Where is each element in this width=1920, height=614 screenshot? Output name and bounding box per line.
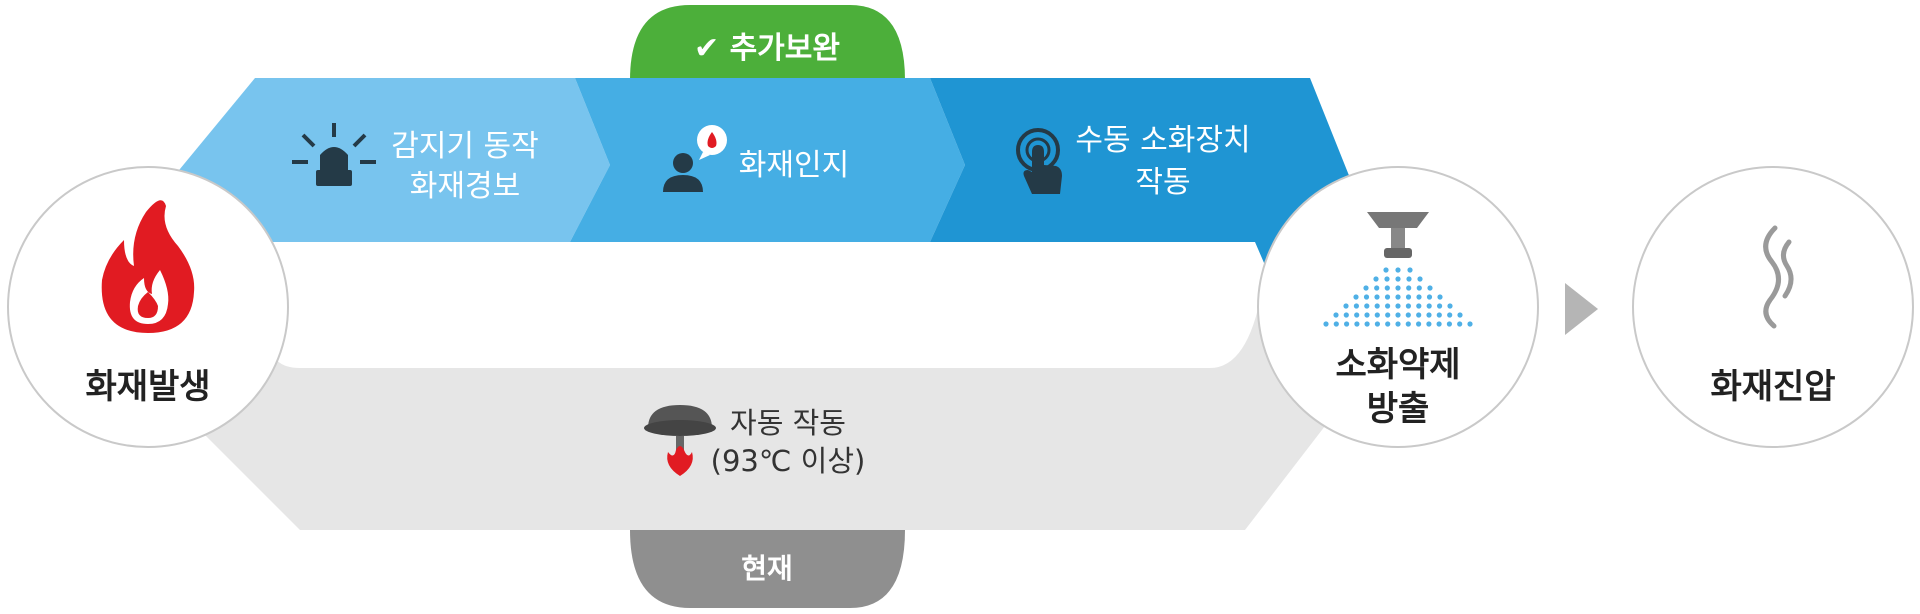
spray-droplet [1395,285,1401,291]
spray-droplet [1374,312,1380,318]
spray-droplet [1416,321,1422,327]
spray-droplet [1385,321,1391,327]
spray-droplet [1353,303,1359,309]
spray-droplet [1405,303,1411,309]
spray-droplet [1385,303,1391,309]
spray-droplet [1405,321,1411,327]
spray-droplet [1343,312,1349,318]
spray-droplet [1384,294,1391,300]
spray-droplet [1436,321,1442,327]
spray-droplet [1333,321,1339,327]
band-gap-strip [270,242,1262,368]
spray-droplet [1364,321,1370,327]
spray-droplet [1385,312,1391,318]
sprinkler-spray-icon [1323,212,1473,327]
spray-droplet [1395,267,1401,273]
spray-droplet [1364,312,1370,318]
spray-droplet [1417,276,1423,282]
stage-manual-text-line-2: 작동 [1135,165,1190,200]
fire-suppressed-node [1632,166,1914,448]
additional-supplement-tab-label: ✔ 추가보완 [694,31,840,66]
spray-droplet [1323,321,1329,327]
spray-droplet [1374,285,1380,291]
stage-detector-text-line-1: 감지기 동작 [391,129,539,164]
spray-droplet [1373,276,1379,282]
spray-droplet [1354,321,1360,327]
spray-droplet [1384,276,1390,282]
spray-droplet [1343,303,1349,309]
spray-droplet [1457,312,1463,318]
spray-droplet [1427,285,1433,291]
spray-droplet [1363,294,1370,300]
spray-droplet [1416,294,1422,300]
current-tab [630,530,905,608]
spray-droplet [1374,321,1380,327]
spray-droplet [1416,285,1422,291]
next-arrow-icon [1565,283,1598,335]
upper-band-segment-2 [570,78,965,242]
spray-droplet [1395,321,1401,327]
spray-droplet [1416,312,1422,318]
stage-manual-text-line-1: 수동 소화장치 [1075,123,1250,158]
spray-droplet [1364,303,1370,309]
spray-droplet [1383,267,1389,273]
spray-droplet [1426,312,1432,318]
spray-droplet [1467,321,1473,327]
spray-droplet [1407,267,1413,273]
spray-droplet [1384,285,1390,291]
current-tab-label: 현재 [741,552,793,585]
stage-automatic-text-line-1: 자동 작동 [730,406,846,440]
additional-supplement-tab [630,5,905,80]
spray-droplet [1447,303,1453,309]
spray-droplet [1416,303,1422,309]
discharge-label-line-2: 방출 [1367,389,1430,429]
spray-droplet [1437,294,1443,300]
discharge-label-line-1: 소화약제 [1335,345,1460,385]
spray-droplet [1426,321,1432,327]
sprinkler-head-icon [644,405,716,476]
spray-droplet [1436,312,1442,318]
spray-droplet [1333,312,1339,318]
spray-droplet [1395,276,1401,282]
stage-detector-text-line-2: 화재경보 [410,169,520,204]
spray-droplet [1344,321,1350,327]
hand-press-icon [1016,128,1062,194]
fire-icon [101,200,195,333]
spray-droplet [1457,321,1463,327]
fire-suppressed-label: 화재진압 [1710,367,1835,407]
spray-droplet [1406,276,1412,282]
spray-droplet [1406,285,1412,291]
spray-droplet [1395,303,1401,309]
spray-droplet [1426,294,1433,300]
spray-droplet [1447,312,1453,318]
spray-droplet [1374,294,1380,300]
spray-droplet [1405,294,1412,300]
fire-start-label: 화재발생 [85,367,210,407]
person-alert-icon [663,125,727,192]
spray-droplet [1374,303,1380,309]
spray-droplet [1354,312,1360,318]
spray-droplet [1426,303,1432,309]
stage-recognition-text: 화재인지 [739,148,849,183]
beacon-alarm-icon [292,123,376,186]
spray-droplet [1446,321,1452,327]
spray-droplet [1395,312,1401,318]
upper-band-segment-3 [930,78,1350,300]
smoke-icon [1763,225,1794,329]
stage-automatic-text-line-2: (93℃ 이상) [711,444,866,478]
spray-droplet [1353,294,1359,300]
spray-droplet [1395,294,1401,300]
spray-droplet [1363,285,1369,291]
spray-droplet [1405,312,1411,318]
upper-band-segment-1 [175,78,610,242]
spray-droplet [1437,303,1443,309]
